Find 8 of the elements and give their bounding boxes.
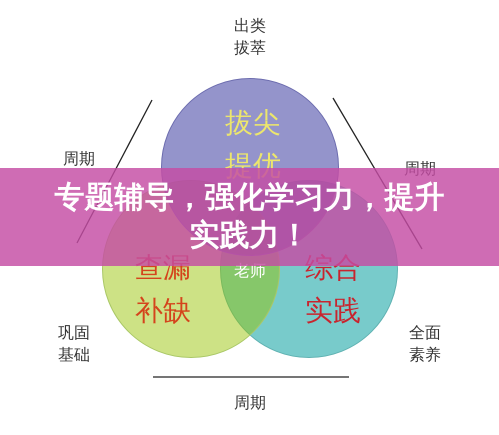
- corner-label: 周期: [233, 392, 267, 414]
- corner-label: 周期: [62, 148, 96, 170]
- corner-label: 出类拔萃: [233, 15, 267, 59]
- circle-label: 拔尖提优: [224, 105, 282, 182]
- corner-label: 巩固基础: [57, 322, 91, 366]
- center-label: 老师: [233, 260, 267, 282]
- corner-label: 全面素养: [408, 322, 442, 366]
- banner-title: 专题辅导，强化学习力，提升实践力！: [54, 179, 446, 254]
